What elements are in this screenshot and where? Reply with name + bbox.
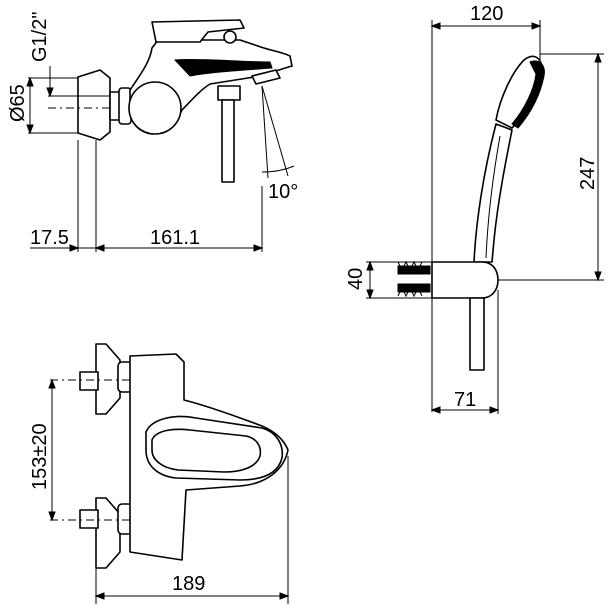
lever-face (151, 428, 262, 473)
wall-plug-top (397, 265, 431, 275)
body-shadow (173, 58, 273, 77)
lever-handle (151, 19, 245, 43)
upper-inlet-nut (79, 371, 99, 391)
angle-leg-1 (261, 85, 269, 179)
inlet-spacing-label: 153±20 (29, 423, 51, 490)
diameter-label: Ø65 (7, 84, 29, 122)
spray-face (511, 60, 545, 129)
shower-outlet-nut (217, 85, 241, 101)
handshower-width-label: 120 (470, 3, 503, 25)
shower-handle (473, 123, 513, 263)
spout-length-label: 161.1 (150, 227, 200, 249)
handshower-view: 120 40 247 71 (345, 3, 604, 414)
shower-outlet-pipe (221, 99, 235, 183)
holder-height-label: 40 (345, 268, 367, 290)
lower-flange (95, 497, 121, 569)
shower-hose (469, 297, 485, 371)
angle-arc (261, 165, 295, 173)
plug-teeth-top (397, 260, 423, 272)
lower-inlet-nut (79, 509, 99, 529)
thread-label: G1/2" (29, 12, 51, 62)
diverter-knob (223, 30, 237, 44)
angle-leg-2 (261, 85, 289, 177)
handshower-height-label: 247 (577, 157, 599, 190)
spout-outlet (251, 69, 281, 85)
upper-flange (95, 343, 121, 415)
side-view-mixer: G1/2" Ø65 10° 17.5 161.1 (7, 12, 298, 252)
wall-plug-bottom (397, 283, 431, 293)
shower-holder (431, 261, 499, 299)
dimension-arrows (26, 22, 602, 600)
angle-label: 10° (268, 181, 298, 203)
wall-flange (77, 69, 111, 141)
front-view-mixer: 153±20 189 (29, 343, 289, 604)
handle-contour (485, 135, 501, 259)
wall-offset-label: 17.5 (30, 227, 69, 249)
body-ring (128, 81, 182, 135)
overall-width-label: 189 (172, 573, 205, 595)
plug-teeth-bottom (397, 286, 423, 298)
holder-depth-label: 71 (454, 389, 476, 411)
